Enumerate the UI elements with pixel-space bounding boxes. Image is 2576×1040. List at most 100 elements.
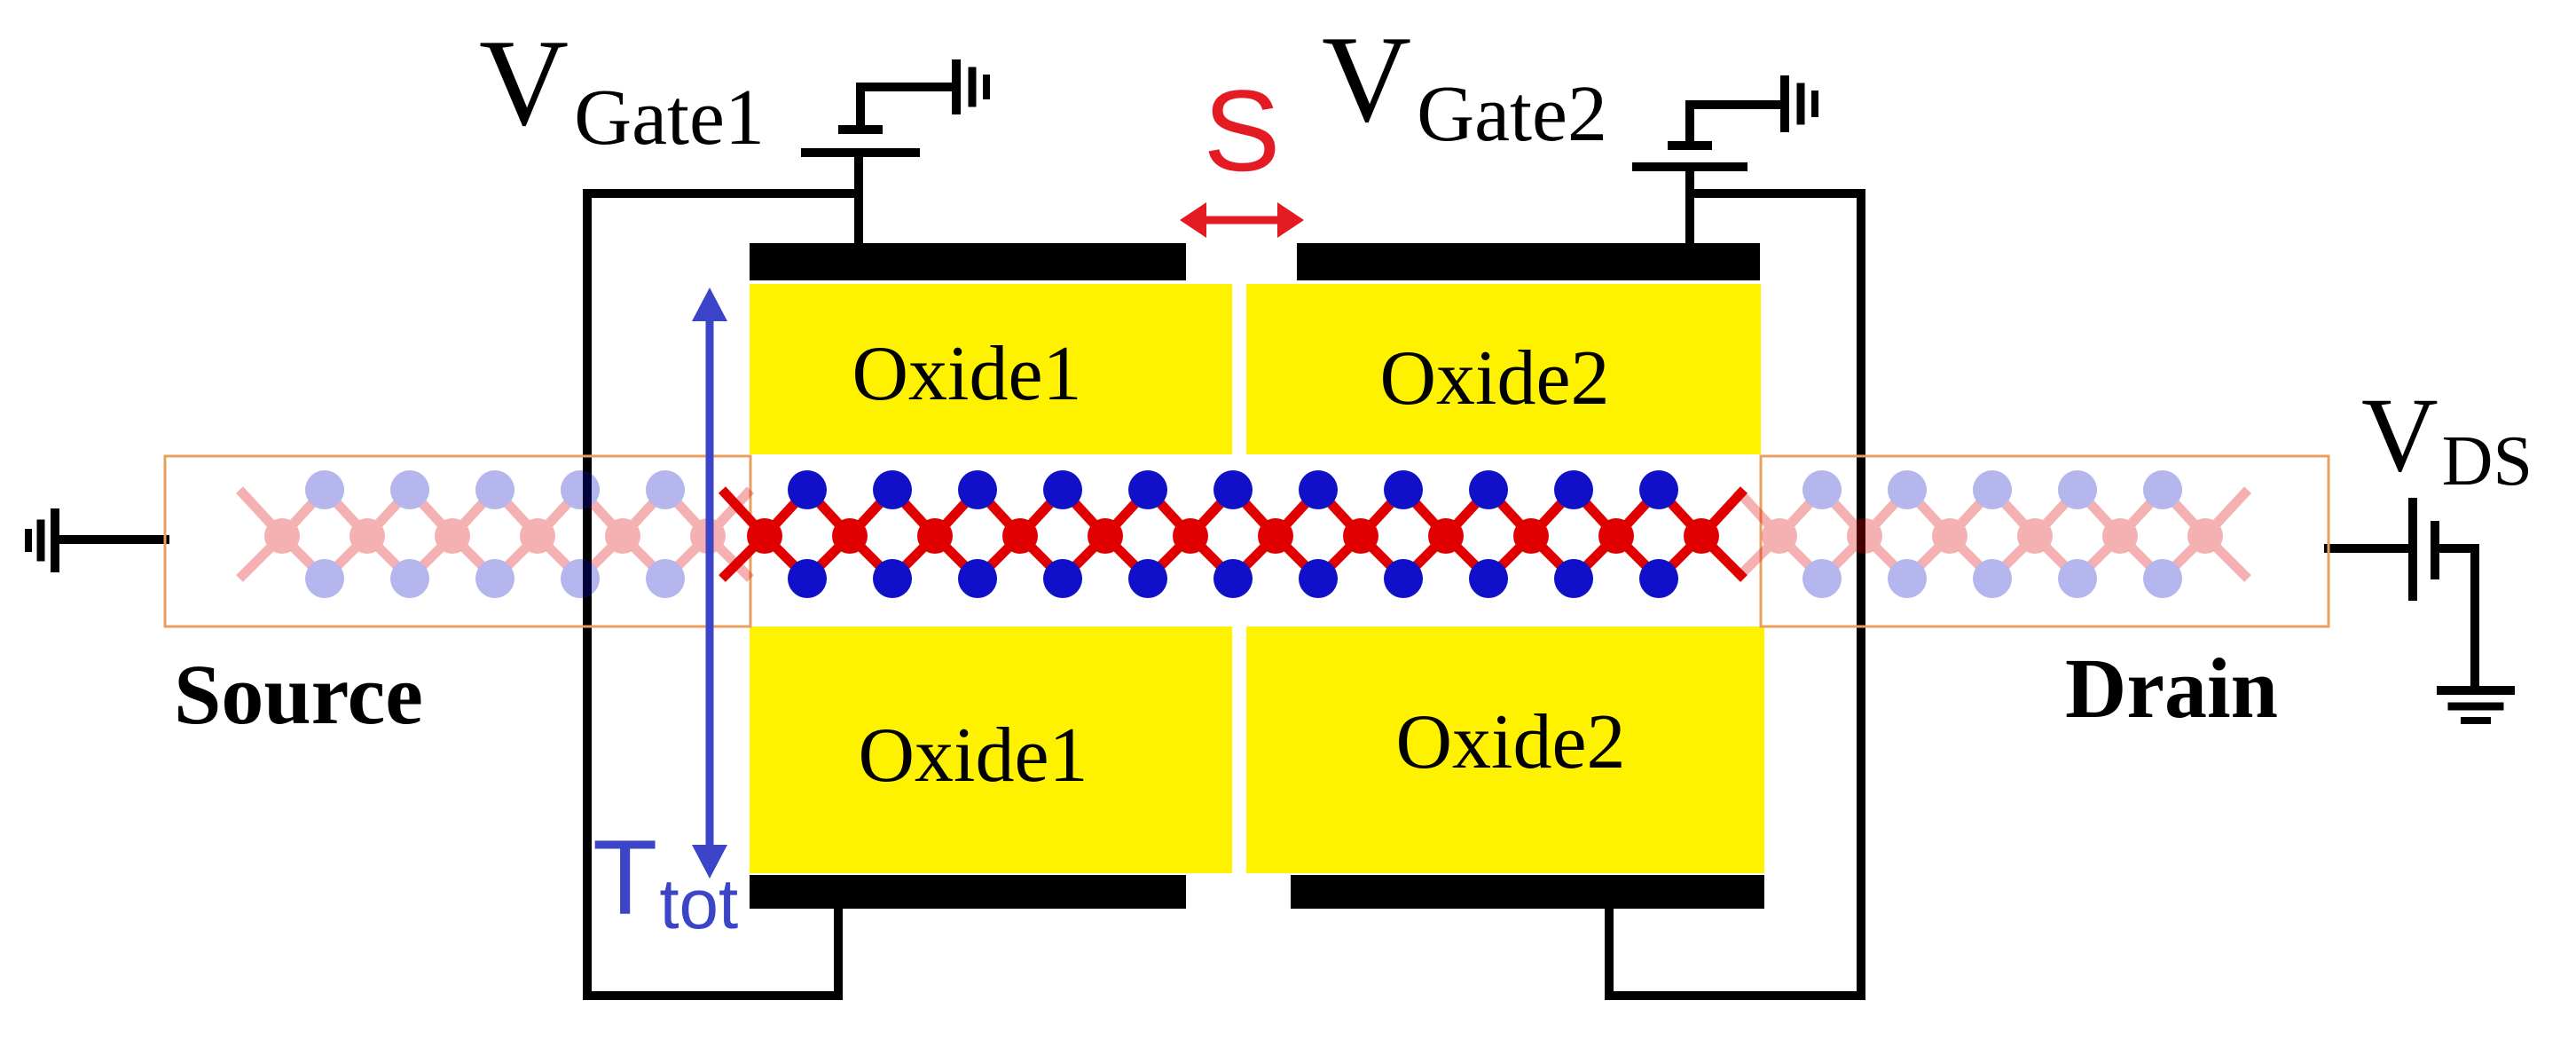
metal-atom	[1932, 518, 1967, 554]
chalcogen-atom	[1128, 470, 1167, 509]
chalcogen-atom	[788, 470, 827, 509]
chalcogen-atom	[958, 559, 997, 598]
bond	[1860, 486, 1912, 540]
gate1-top-metal	[750, 243, 1186, 280]
oxide1-bottom-block	[750, 626, 1232, 873]
spacing-arrow	[1180, 202, 1304, 238]
oxide2-top-block	[1246, 284, 1761, 454]
vgate2-label: VGate2	[1322, 11, 1607, 158]
chalcogen-atom	[1213, 470, 1253, 509]
metal-atom	[1173, 518, 1208, 554]
metal-atom	[435, 518, 470, 554]
vds-source-symbol	[2408, 498, 2439, 601]
metal-atom	[917, 518, 953, 554]
chalcogen-atom	[873, 470, 912, 509]
chalcogen-atom	[1384, 470, 1423, 509]
gate1-loop-wire	[583, 189, 863, 1000]
oxide1-bottom-label: Oxide1	[858, 713, 1088, 799]
metal-atom	[264, 518, 300, 554]
drain-label: Drain	[2065, 641, 2278, 736]
chalcogen-atom	[1973, 470, 2012, 509]
chalcogen-atom	[873, 559, 912, 598]
bond	[1988, 486, 2039, 540]
metal-atom	[832, 518, 868, 554]
bond	[2117, 532, 2166, 582]
chalcogen-atom	[1384, 559, 1423, 598]
source-atom-chain	[235, 470, 755, 598]
bond	[236, 532, 286, 582]
bond	[278, 486, 329, 540]
bond	[364, 532, 413, 582]
oxide2-top-label: Oxide2	[1379, 335, 1609, 422]
bond	[1903, 486, 1954, 540]
chalcogen-atom	[1639, 470, 1678, 509]
bond	[279, 532, 328, 582]
bond	[704, 532, 754, 582]
bond	[2159, 532, 2209, 582]
bond	[2202, 532, 2251, 582]
chalcogen-atom	[1043, 470, 1082, 509]
metal-atom	[747, 518, 782, 554]
chalcogen-atom	[1802, 470, 1842, 509]
oxide2-bottom-block	[1246, 626, 1764, 873]
chalcogen-atom	[1554, 559, 1593, 598]
bond	[1818, 532, 1868, 582]
chalcogen-atom	[2058, 559, 2097, 598]
bond	[2073, 486, 2124, 540]
metal-atom	[2187, 518, 2223, 554]
metal-atom	[605, 518, 640, 554]
channel-atom-chain	[718, 470, 1748, 598]
chalcogen-atom	[2058, 470, 2097, 509]
bond	[2116, 486, 2167, 540]
chalcogen-atom	[1043, 559, 1082, 598]
bond	[1989, 532, 2038, 582]
drain-chain-atoms	[1762, 470, 2223, 598]
bond	[533, 486, 585, 540]
oxide1-top-label: Oxide1	[852, 331, 1081, 417]
chalcogen-atom	[788, 559, 827, 598]
bond	[534, 532, 584, 582]
source-label: Source	[174, 647, 423, 742]
bond	[1733, 532, 1783, 582]
drain-ground-icon	[2437, 686, 2515, 724]
chalcogen-atom	[646, 470, 685, 509]
bond	[1818, 486, 1869, 540]
metal-atom	[1088, 518, 1123, 554]
bond	[405, 486, 457, 540]
chalcogen-atom	[305, 559, 344, 598]
vds-label: VDS	[2361, 375, 2533, 500]
chalcogen-atom	[1554, 470, 1593, 509]
bond	[619, 532, 669, 582]
bond	[1946, 532, 1996, 582]
metal-atom	[1762, 518, 1797, 554]
bond	[1775, 486, 1826, 540]
drain-contact-box	[1759, 454, 2330, 628]
chalcogen-atom	[1888, 559, 1927, 598]
chalcogen-atom	[1802, 559, 1842, 598]
metal-atom	[1847, 518, 1882, 554]
bond	[363, 486, 414, 540]
metal-atom	[1513, 518, 1549, 554]
metal-atom	[349, 518, 385, 554]
chalcogen-atom	[561, 470, 600, 509]
vgate1-source-symbol	[801, 59, 990, 157]
gate2-top-metal	[1297, 243, 1760, 280]
gate2-bottom-metal	[1291, 875, 1764, 909]
chalcogen-atom	[1639, 559, 1678, 598]
bond	[491, 486, 542, 540]
chalcogen-atom	[390, 559, 429, 598]
gate2-loop-wire	[1605, 189, 1865, 1000]
chalcogen-atom	[1888, 470, 1927, 509]
channel-chain-atoms	[747, 470, 1719, 598]
bond	[577, 532, 626, 582]
metal-atom	[1428, 518, 1464, 554]
chalcogen-atom	[1299, 470, 1338, 509]
bond	[491, 532, 541, 582]
chalcogen-atom	[646, 559, 685, 598]
metal-atom	[1258, 518, 1293, 554]
chalcogen-atom	[958, 470, 997, 509]
drain-chain-bonds	[1732, 486, 2252, 582]
drain-atom-chain	[1732, 470, 2252, 598]
chalcogen-atom	[1973, 559, 2012, 598]
bond	[703, 486, 755, 540]
